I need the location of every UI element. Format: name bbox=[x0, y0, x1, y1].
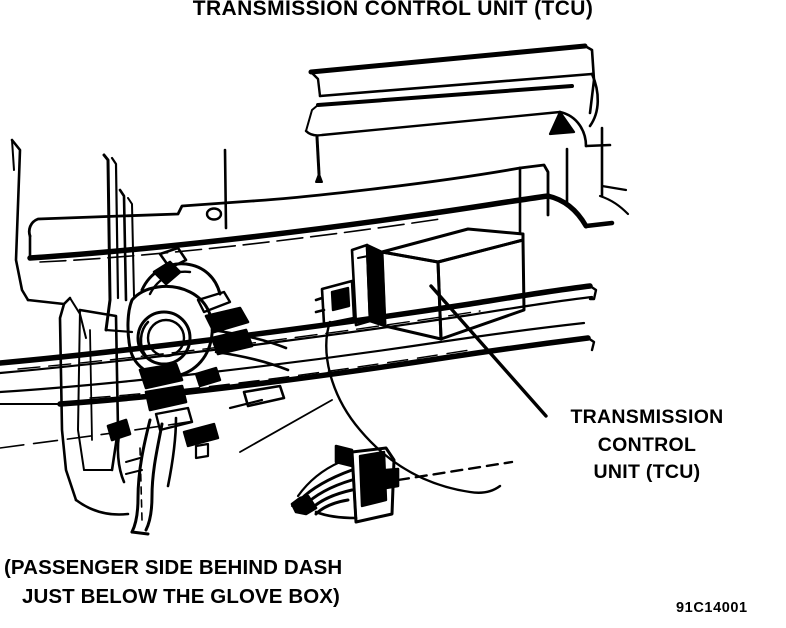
transmission-control-unit-module bbox=[350, 227, 526, 341]
dash-tick-marks bbox=[223, 135, 323, 230]
location-caption-line-1: (PASSENGER SIDE BEHIND DASH bbox=[4, 556, 343, 579]
tcu-callout-label: TRANSMISSION CONTROL UNIT (TCU) bbox=[552, 404, 742, 487]
column-shroud-verticals bbox=[102, 153, 135, 334]
left-kick-panel bbox=[10, 138, 130, 516]
harness-drop-bundle bbox=[106, 416, 178, 536]
rail-end-caps bbox=[586, 284, 598, 352]
figure-title: TRANSMISSION CONTROL UNIT (TCU) bbox=[192, 0, 594, 20]
dash-upper-beam bbox=[308, 43, 600, 128]
tcu-callout-line-1: TRANSMISSION bbox=[570, 406, 724, 428]
floor-guide-lines bbox=[0, 399, 333, 453]
tcu-harness-connector bbox=[314, 279, 356, 326]
tcu-leader-line bbox=[429, 284, 548, 418]
dash-shelf-lower-edge bbox=[27, 193, 615, 263]
tcu-callout-line-2: CONTROL bbox=[597, 433, 697, 456]
lower-anchor-bracket bbox=[182, 422, 220, 460]
steering-column-harness-cluster bbox=[126, 246, 254, 432]
dash-shelf-panel bbox=[27, 163, 550, 260]
shelf-support-posts bbox=[565, 126, 630, 216]
connector-dashed-leader bbox=[396, 460, 514, 482]
figure-code: 91C14001 bbox=[676, 600, 748, 616]
location-caption: (PASSENGER SIDE BEHIND DASH JUST BELOW T… bbox=[4, 553, 342, 611]
dash-face-band bbox=[304, 84, 612, 148]
location-caption-line-2: JUST BELOW THE GLOVE BOX) bbox=[22, 585, 340, 609]
tcu-callout-line-3: UNIT (TCU) bbox=[593, 461, 701, 484]
harness-bracket-arm bbox=[210, 328, 290, 410]
wiring-connector-plug bbox=[290, 444, 400, 524]
tcu-harness-wire bbox=[325, 320, 502, 494]
left-inner-trim-panel bbox=[77, 308, 120, 472]
lower-dash-rails bbox=[0, 283, 594, 407]
